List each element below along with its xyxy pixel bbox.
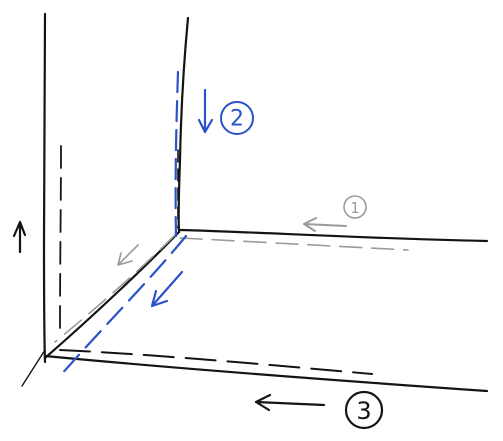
step-2-circle bbox=[220, 101, 254, 135]
corner-overshoot bbox=[21, 349, 46, 387]
diagonal-blue-dashed bbox=[58, 234, 188, 378]
step-3-label: 3 bbox=[356, 397, 371, 425]
floor-back-gray-dashed bbox=[179, 237, 409, 251]
left-wall-edge bbox=[42, 12, 47, 364]
diagonal-gray-dashed bbox=[54, 233, 177, 343]
floor-front-edge bbox=[43, 354, 489, 393]
gray-dashed-path bbox=[54, 233, 409, 343]
step-1-arrow-icon bbox=[303, 217, 347, 232]
blue-dashed-path bbox=[58, 70, 188, 378]
inner-vertical-blue-dashed bbox=[174, 70, 180, 238]
inner-vertical-edge bbox=[177, 16, 190, 234]
step-1-circle bbox=[343, 195, 367, 219]
step-2-arrow-icon bbox=[197, 88, 214, 134]
gray-arrow-mid bbox=[117, 244, 139, 266]
step-3-marker: 3 bbox=[254, 390, 384, 430]
step-2-marker: 2 bbox=[197, 88, 254, 135]
step-1-label: 1 bbox=[350, 199, 360, 217]
step-2-label: 2 bbox=[230, 107, 244, 132]
up-arrow-icon bbox=[12, 220, 27, 254]
left-wall-dashed bbox=[59, 145, 62, 331]
step-3-circle bbox=[344, 390, 384, 430]
floor-front-dashed bbox=[59, 349, 373, 375]
floor-diagonal-edge bbox=[43, 230, 181, 360]
black-dashed-path bbox=[59, 145, 373, 375]
floor-back-edge bbox=[177, 228, 489, 243]
blue-arrow-diagonal bbox=[150, 270, 184, 308]
step-1-marker: 1 bbox=[303, 195, 367, 232]
step-3-arrow-icon bbox=[254, 393, 326, 412]
room-edges bbox=[21, 12, 489, 393]
